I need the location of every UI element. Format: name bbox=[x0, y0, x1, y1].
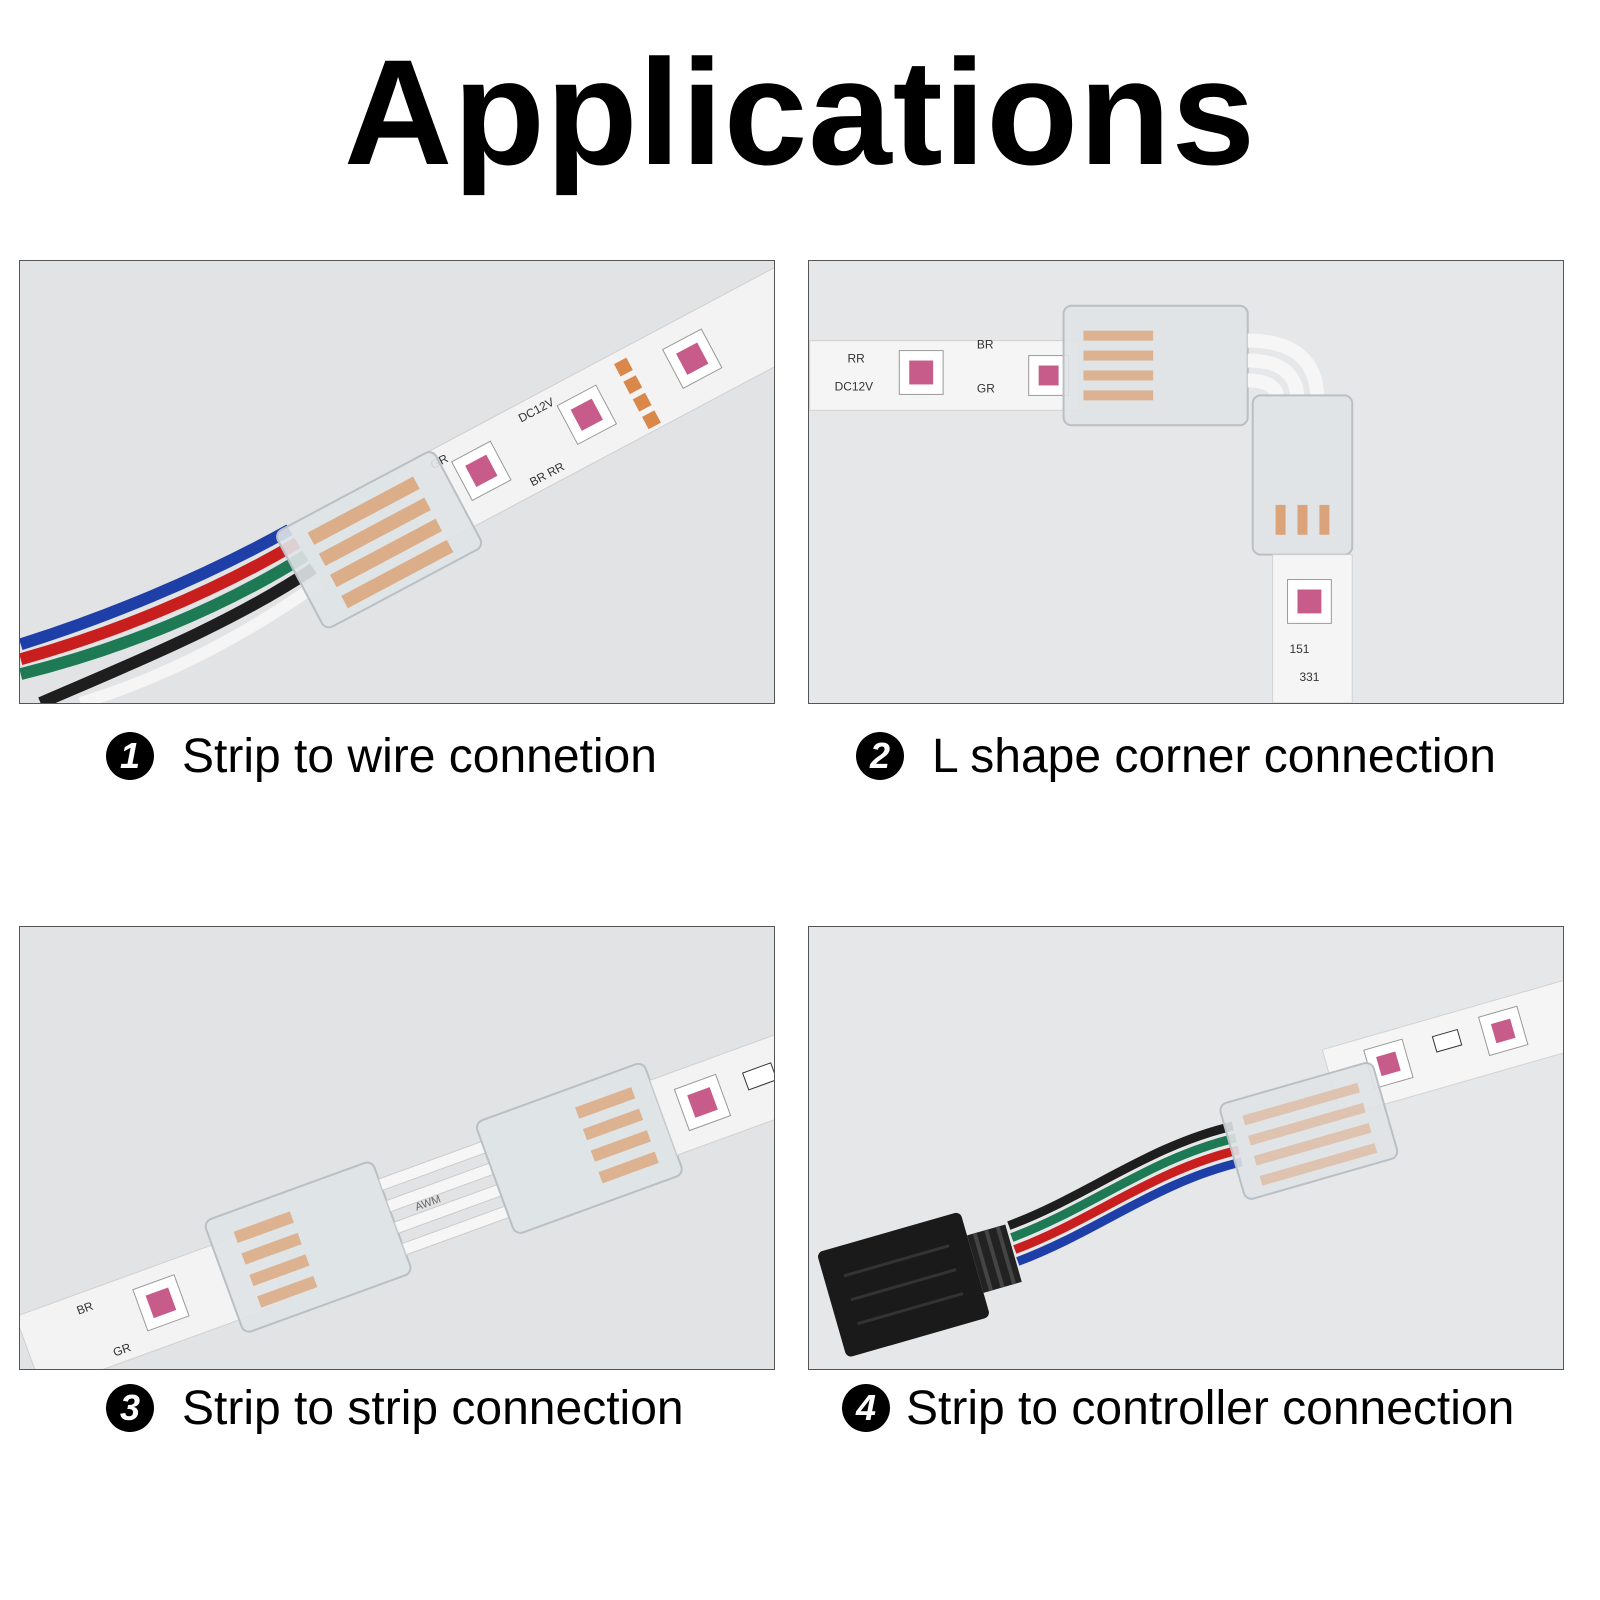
l-shape-corner-illustration: RR DC12V BR GR 151 331 bbox=[809, 261, 1563, 703]
pcb-label: GR bbox=[111, 1340, 133, 1359]
caption-3: 3 Strip to strip connection bbox=[106, 1378, 684, 1438]
strip-to-controller-illustration bbox=[809, 927, 1563, 1369]
caption-text: L shape corner connection bbox=[932, 729, 1496, 783]
step-number-badge: 4 bbox=[842, 1384, 890, 1432]
pcb-label: DC12V bbox=[835, 379, 874, 393]
pcb-label: RR bbox=[848, 352, 866, 366]
pcb-label: BR bbox=[75, 1299, 96, 1318]
caption-4: 4 Strip to controller connection bbox=[842, 1378, 1514, 1438]
panel-strip-to-controller bbox=[808, 926, 1564, 1370]
panel-strip-to-strip: BR GR AWM bbox=[19, 926, 775, 1370]
step-number-badge: 1 bbox=[106, 732, 154, 780]
strip-to-strip-illustration: BR GR AWM bbox=[20, 927, 774, 1369]
pcb-label: 331 bbox=[1299, 670, 1319, 684]
caption-1: 1 Strip to wire connetion bbox=[106, 726, 657, 786]
pcb-label: BR bbox=[977, 338, 994, 352]
pcb-label: GR bbox=[977, 381, 995, 395]
step-number-badge: 3 bbox=[106, 1384, 154, 1432]
step-number-badge: 2 bbox=[856, 732, 904, 780]
panel-strip-to-wire: BR GR RR DC12V bbox=[19, 260, 775, 704]
caption-text: Strip to wire connetion bbox=[182, 729, 657, 783]
caption-2: 2 L shape corner connection bbox=[856, 726, 1496, 786]
caption-text: Strip to controller connection bbox=[906, 1381, 1515, 1435]
panel-l-shape-corner: RR DC12V BR GR 151 331 bbox=[808, 260, 1564, 704]
page-title: Applications bbox=[343, 28, 1257, 196]
pcb-label: 151 bbox=[1290, 642, 1310, 656]
strip-to-wire-illustration: BR GR RR DC12V bbox=[20, 261, 774, 703]
caption-text: Strip to strip connection bbox=[182, 1381, 684, 1435]
controller-plug bbox=[818, 1212, 1022, 1357]
